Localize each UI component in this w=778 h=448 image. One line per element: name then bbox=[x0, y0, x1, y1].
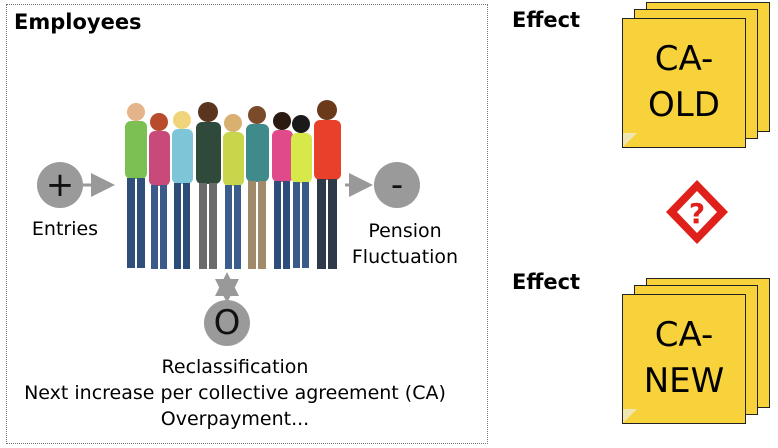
page-fold bbox=[623, 133, 637, 147]
panel-title: Employees bbox=[14, 10, 142, 34]
document-ca-new: CA- NEW bbox=[622, 294, 746, 424]
pension-label-line2: Fluctuation bbox=[351, 246, 459, 268]
entries-label: Entries bbox=[31, 218, 99, 240]
document-ca-old: CA- OLD bbox=[622, 18, 746, 148]
reclassification-label: Reclassification bbox=[161, 356, 309, 378]
next-increase-label: Next increase per collective agreement (… bbox=[24, 382, 446, 404]
minus-circle: - bbox=[374, 162, 420, 208]
overpayment-label: Overpayment... bbox=[160, 408, 310, 430]
pension-label-line1: Pension bbox=[368, 220, 442, 242]
document-stack-icon: CA- OLD bbox=[622, 0, 778, 162]
doc-old-line1: CA- bbox=[654, 39, 714, 80]
doc-new-line1: CA- bbox=[654, 315, 714, 356]
effect-title-old: Effect bbox=[512, 8, 581, 32]
document-stack-icon: CA- NEW bbox=[622, 276, 778, 444]
plus-circle: + bbox=[37, 162, 83, 208]
effect-title-new: Effect bbox=[512, 270, 581, 294]
o-circle: O bbox=[204, 300, 250, 346]
employees-panel bbox=[6, 4, 488, 444]
page-fold bbox=[623, 409, 637, 423]
doc-new-line2: NEW bbox=[643, 361, 725, 401]
doc-old-line2: OLD bbox=[648, 85, 720, 125]
question-mark: ? bbox=[689, 197, 705, 230]
